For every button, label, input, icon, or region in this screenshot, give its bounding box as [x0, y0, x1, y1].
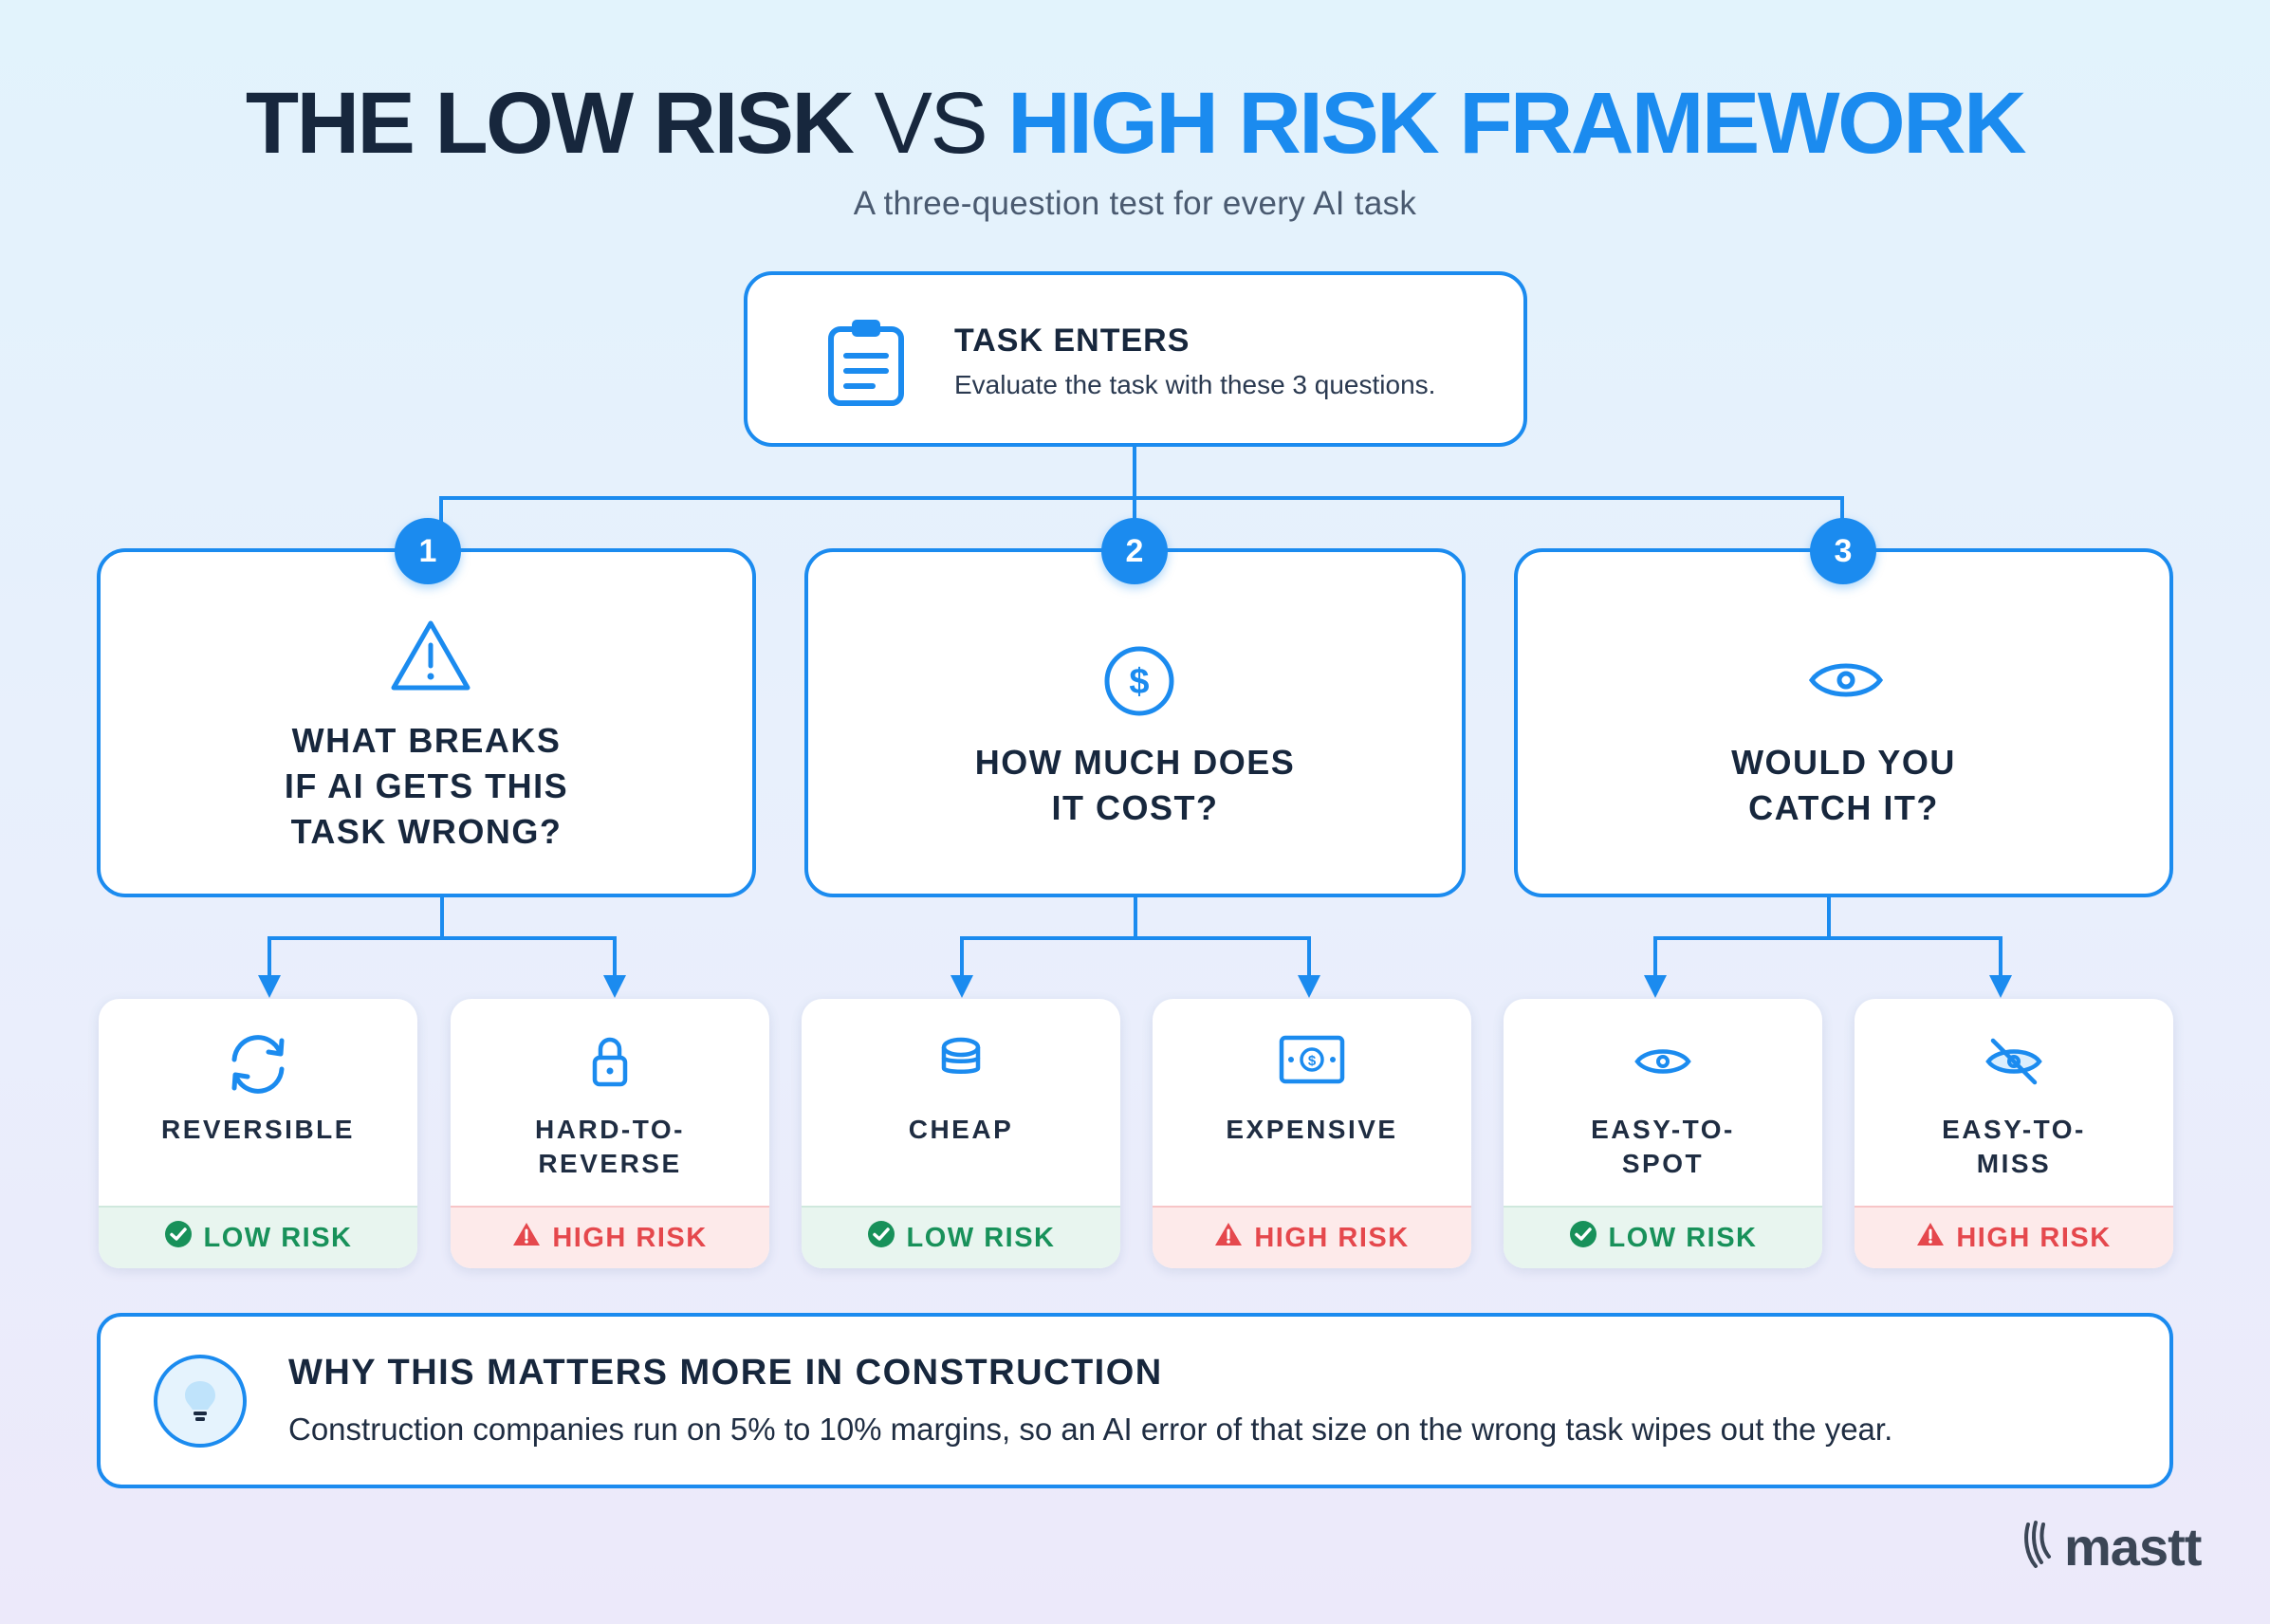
task-title: TASK ENTERS — [954, 323, 1190, 359]
mastt-mark-icon — [2022, 1519, 2057, 1575]
dollar-coin-icon: $ — [1103, 645, 1175, 722]
clipboard-icon — [823, 318, 909, 408]
title-vs: VS — [874, 75, 988, 172]
outcome-card-hard-to-reverse: HARD-TO- REVERSE HIGH RISK — [451, 999, 769, 1268]
eye-off-icon — [1855, 1035, 2173, 1088]
outcome-label: EASY-TO- SPOT — [1591, 1115, 1735, 1178]
risk-badge-high: HIGH RISK — [1153, 1206, 1471, 1268]
question-text-3: WOULD YOU CATCH IT? — [1731, 743, 1956, 827]
question-number-2: 2 — [1101, 518, 1168, 584]
task-description: Evaluate the task with these 3 questions… — [954, 370, 1436, 399]
question-card-3: WOULD YOU CATCH IT? — [1514, 548, 2173, 897]
question-number-1: 1 — [395, 518, 461, 584]
check-circle-icon — [164, 1220, 193, 1256]
risk-badge-low: LOW RISK — [1504, 1206, 1822, 1268]
outcome-label: REVERSIBLE — [161, 1115, 355, 1144]
task-enters-card: TASK ENTERS Evaluate the task with these… — [744, 271, 1527, 447]
eye-icon — [1808, 656, 1884, 709]
alert-triangle-icon — [1214, 1221, 1243, 1255]
check-circle-icon — [1569, 1220, 1597, 1256]
risk-badge-low: LOW RISK — [802, 1206, 1120, 1268]
outcome-label: HARD-TO- REVERSE — [535, 1115, 685, 1178]
question-number-3: 3 — [1810, 518, 1876, 584]
question-text-1: WHAT BREAKS IF AI GETS THIS TASK WRONG? — [284, 721, 569, 851]
lock-icon — [451, 1035, 769, 1088]
outcome-label: EXPENSIVE — [1226, 1115, 1398, 1144]
mastt-logo: mastt — [2022, 1516, 2202, 1578]
risk-badge-high: HIGH RISK — [451, 1206, 769, 1268]
check-circle-icon — [867, 1220, 895, 1256]
coin-stack-icon — [802, 1035, 1120, 1080]
outcome-label: CHEAP — [908, 1115, 1014, 1144]
outcome-card-reversible: REVERSIBLE LOW RISK — [99, 999, 417, 1268]
svg-text:$: $ — [1129, 662, 1149, 702]
subtitle: A three-question test for every AI task — [853, 185, 1417, 222]
question-card-1: WHAT BREAKS IF AI GETS THIS TASK WRONG? — [97, 548, 756, 897]
banner-title: WHY THIS MATTERS MORE IN CONSTRUCTION — [288, 1353, 1163, 1393]
title-high-risk: HIGH RISK FRAMEWORK — [1007, 75, 2026, 172]
title-low-risk: THE LOW RISK — [245, 75, 855, 172]
why-it-matters-banner: WHY THIS MATTERS MORE IN CONSTRUCTION Co… — [97, 1313, 2173, 1488]
question-text-2: HOW MUCH DOES IT COST? — [974, 743, 1296, 827]
refresh-icon — [99, 1035, 417, 1094]
alert-triangle-icon — [512, 1221, 541, 1255]
lightbulb-icon — [154, 1355, 247, 1448]
question-card-2: $ HOW MUCH DOES IT COST? — [804, 548, 1466, 897]
risk-badge-high: HIGH RISK — [1855, 1206, 2173, 1268]
risk-badge-low: LOW RISK — [99, 1206, 417, 1268]
page-title: THE LOW RISK VS HIGH RISK FRAMEWORK — [0, 74, 2270, 175]
outcome-card-expensive: $ EXPENSIVE HIGH RISK — [1153, 999, 1471, 1268]
svg-text:$: $ — [1308, 1053, 1317, 1069]
alert-triangle-icon — [1916, 1221, 1945, 1255]
outcome-label: EASY-TO- MISS — [1942, 1115, 2086, 1178]
outcome-card-easy-to-spot: EASY-TO- SPOT LOW RISK — [1504, 999, 1822, 1268]
outcome-card-cheap: CHEAP LOW RISK — [802, 999, 1120, 1268]
banner-text: Construction companies run on 5% to 10% … — [288, 1412, 1893, 1447]
outcome-card-easy-to-miss: EASY-TO- MISS HIGH RISK — [1855, 999, 2173, 1268]
banknote-icon: $ — [1153, 1035, 1471, 1084]
warning-triangle-icon — [390, 618, 471, 697]
eye-icon — [1504, 1035, 1822, 1088]
logo-text: mastt — [2064, 1517, 2202, 1577]
